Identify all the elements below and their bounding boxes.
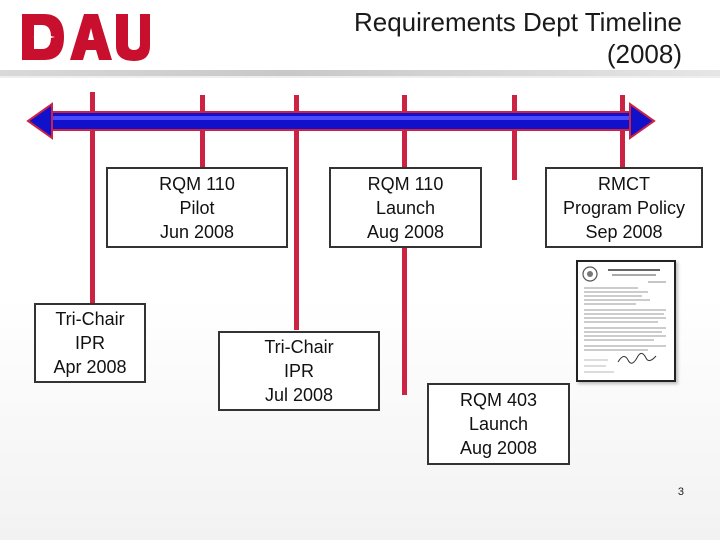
- event-line: Sep 2008: [585, 221, 663, 242]
- header-divider-shadow: [0, 76, 720, 78]
- event-tri-chair-apr: Tri-Chair IPR Apr 2008: [34, 303, 146, 383]
- tick-aug: [512, 95, 517, 180]
- policy-memo-thumbnail: [576, 260, 676, 382]
- event-line: Aug 2008: [366, 221, 445, 242]
- event-line: Launch: [375, 197, 436, 218]
- tick-apr: [90, 92, 95, 312]
- star-icon: [33, 26, 55, 48]
- event-line: Apr 2008: [53, 357, 127, 377]
- title-line-2: (2008): [606, 39, 682, 69]
- event-tri-chair-jul: Tri-Chair IPR Jul 2008: [218, 331, 380, 411]
- event-line: IPR: [283, 361, 314, 381]
- event-rmct-policy: RMCT Program Policy Sep 2008: [545, 167, 703, 248]
- event-line: Program Policy: [562, 197, 686, 218]
- header-divider: [0, 70, 720, 76]
- event-line: Jun 2008: [159, 221, 235, 242]
- event-line: Pilot: [179, 197, 215, 218]
- policy-memo-icon: [578, 262, 674, 380]
- event-line: RQM 110: [367, 173, 444, 194]
- timeline-arrow: [26, 102, 656, 140]
- event-line: Jul 2008: [264, 385, 334, 405]
- event-line: IPR: [74, 333, 105, 353]
- page-number: 3: [677, 486, 684, 498]
- title-line-1: Requirements Dept Timeline: [353, 7, 682, 37]
- event-line: Tri-Chair: [55, 309, 125, 329]
- event-line: Tri-Chair: [264, 337, 334, 357]
- page-title: Requirements Dept Timeline (2008): [262, 6, 682, 70]
- event-rqm110-pilot: RQM 110 Pilot Jun 2008: [106, 167, 288, 248]
- event-rqm110-launch: RQM 110 Launch Aug 2008: [329, 167, 482, 248]
- dau-logo: [22, 14, 150, 61]
- tick-jun: [294, 95, 299, 330]
- event-rqm403-launch: RQM 403 Launch Aug 2008: [427, 383, 570, 465]
- event-line: RQM 403: [459, 390, 538, 410]
- event-line: Aug 2008: [459, 438, 538, 458]
- event-line: RMCT: [598, 173, 650, 194]
- tick-sep: [620, 95, 625, 175]
- event-line: Launch: [468, 414, 529, 434]
- event-line: RQM 110: [159, 173, 235, 194]
- tick-may: [200, 95, 205, 175]
